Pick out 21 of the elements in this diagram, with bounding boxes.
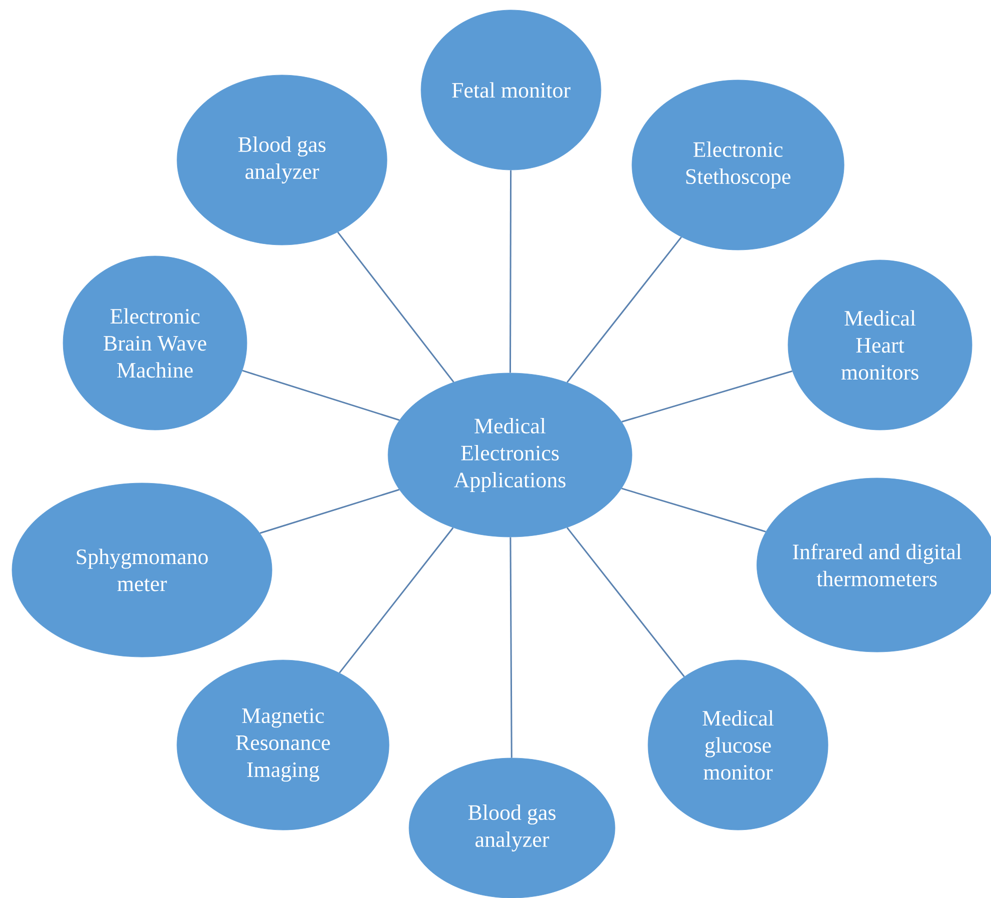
connector-line <box>509 170 512 373</box>
connector-line <box>337 232 454 383</box>
ellipse-node: Infrared and digital thermometers <box>756 478 991 652</box>
connector-line <box>566 236 682 383</box>
ellipse-node: Blood gas analyzer <box>408 758 616 898</box>
ellipse-node: Electronic Stethoscope <box>632 80 844 250</box>
ellipse-node: Medical glucose monitor <box>648 660 828 830</box>
connector-line <box>510 537 512 758</box>
connector-line <box>260 488 400 534</box>
connector-line <box>622 370 792 422</box>
ellipse-node: Sphygmomano meter <box>12 482 272 658</box>
ellipse-node: Fetal monitor <box>420 10 602 170</box>
ellipse-node: Electronic Brain Wave Machine <box>62 256 248 430</box>
ellipse-node: Medical Heart monitors <box>788 260 972 430</box>
connector-line <box>566 527 685 678</box>
connector-line <box>242 370 400 421</box>
connector-line <box>621 488 766 532</box>
ellipse-node: Blood gas analyzer <box>176 74 388 246</box>
ellipse-node: Magnetic Resonance Imaging <box>176 660 390 830</box>
ellipse-node: Medical Electronics Applications <box>388 372 632 538</box>
connector-line <box>338 527 454 674</box>
